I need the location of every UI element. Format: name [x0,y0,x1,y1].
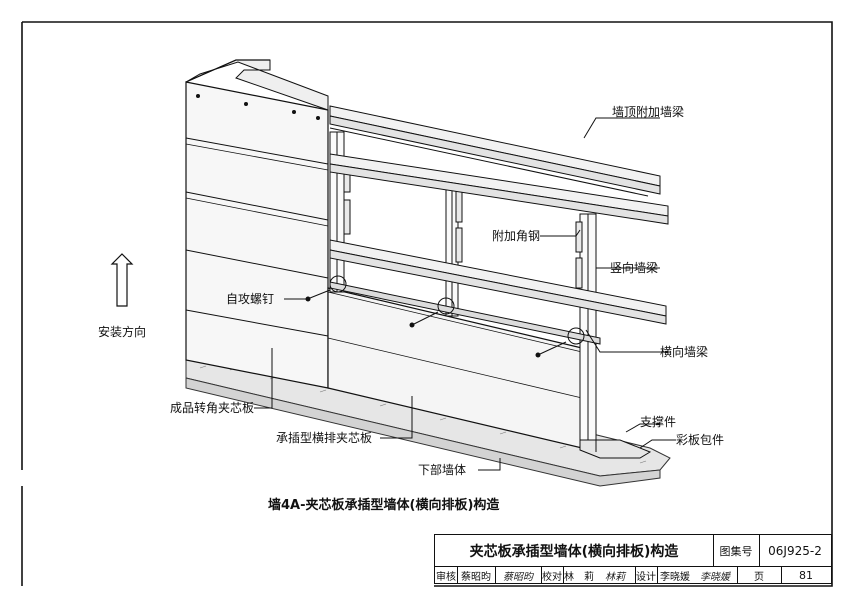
label-top-beam: 墙顶附加墙梁 [612,104,684,119]
label-install-direction: 安装方向 [98,324,146,339]
leader-lines [254,117,676,471]
label-lower-wall: 下部墙体 [418,462,466,477]
design-label: 设计 [636,571,656,583]
install-direction-arrow [110,253,134,307]
drawing-title: 夹芯板承插型墙体(横向排板)构造 [469,543,679,560]
designer-name: 李晓媛 [660,571,690,583]
label-flashing: 彩板包件 [676,433,724,447]
top-beam [329,105,661,197]
drawing-caption: 墙4A-夹芯板承插型墙体(横向排板)构造 [268,497,500,513]
label-insert-panel: 承插型横排夹芯板 [276,431,372,445]
reviewer-name: 蔡昭昀 [461,571,491,583]
label-corner-panel: 成品转角夹芯板 [170,400,254,415]
atlas-number: 06J925-2 [768,543,822,558]
reviewer-signature: 蔡昭昀 [503,571,533,583]
label-angle-steel: 附加角钢 [492,229,540,243]
review-label: 审核 [436,571,456,583]
designer-signature: 李晓媛 [700,571,730,583]
check-label: 校对 [542,571,562,583]
frame-border [22,21,833,587]
label-screw: 自攻螺钉 [226,292,274,306]
page-label: 页 [754,571,764,583]
checker-name: 林 莉 [564,571,594,583]
page-number: 81 [799,568,813,582]
atlas-label: 图集号 [719,544,753,558]
support-piece [579,426,652,459]
label-horizontal-beam: 横向墙梁 [660,344,708,359]
title-block: 夹芯板承插型墙体(横向排板)构造 图集号 06J925-2 审核 蔡昭昀 蔡昭昀… [434,534,832,584]
corner-panel [185,59,329,389]
label-support: 支撑件 [640,414,676,429]
screw-markers [309,275,585,355]
label-vertical-beam: 竖向墙梁 [610,260,658,275]
checker-signature: 林莉 [605,571,625,583]
horizontal-beams [329,153,669,345]
